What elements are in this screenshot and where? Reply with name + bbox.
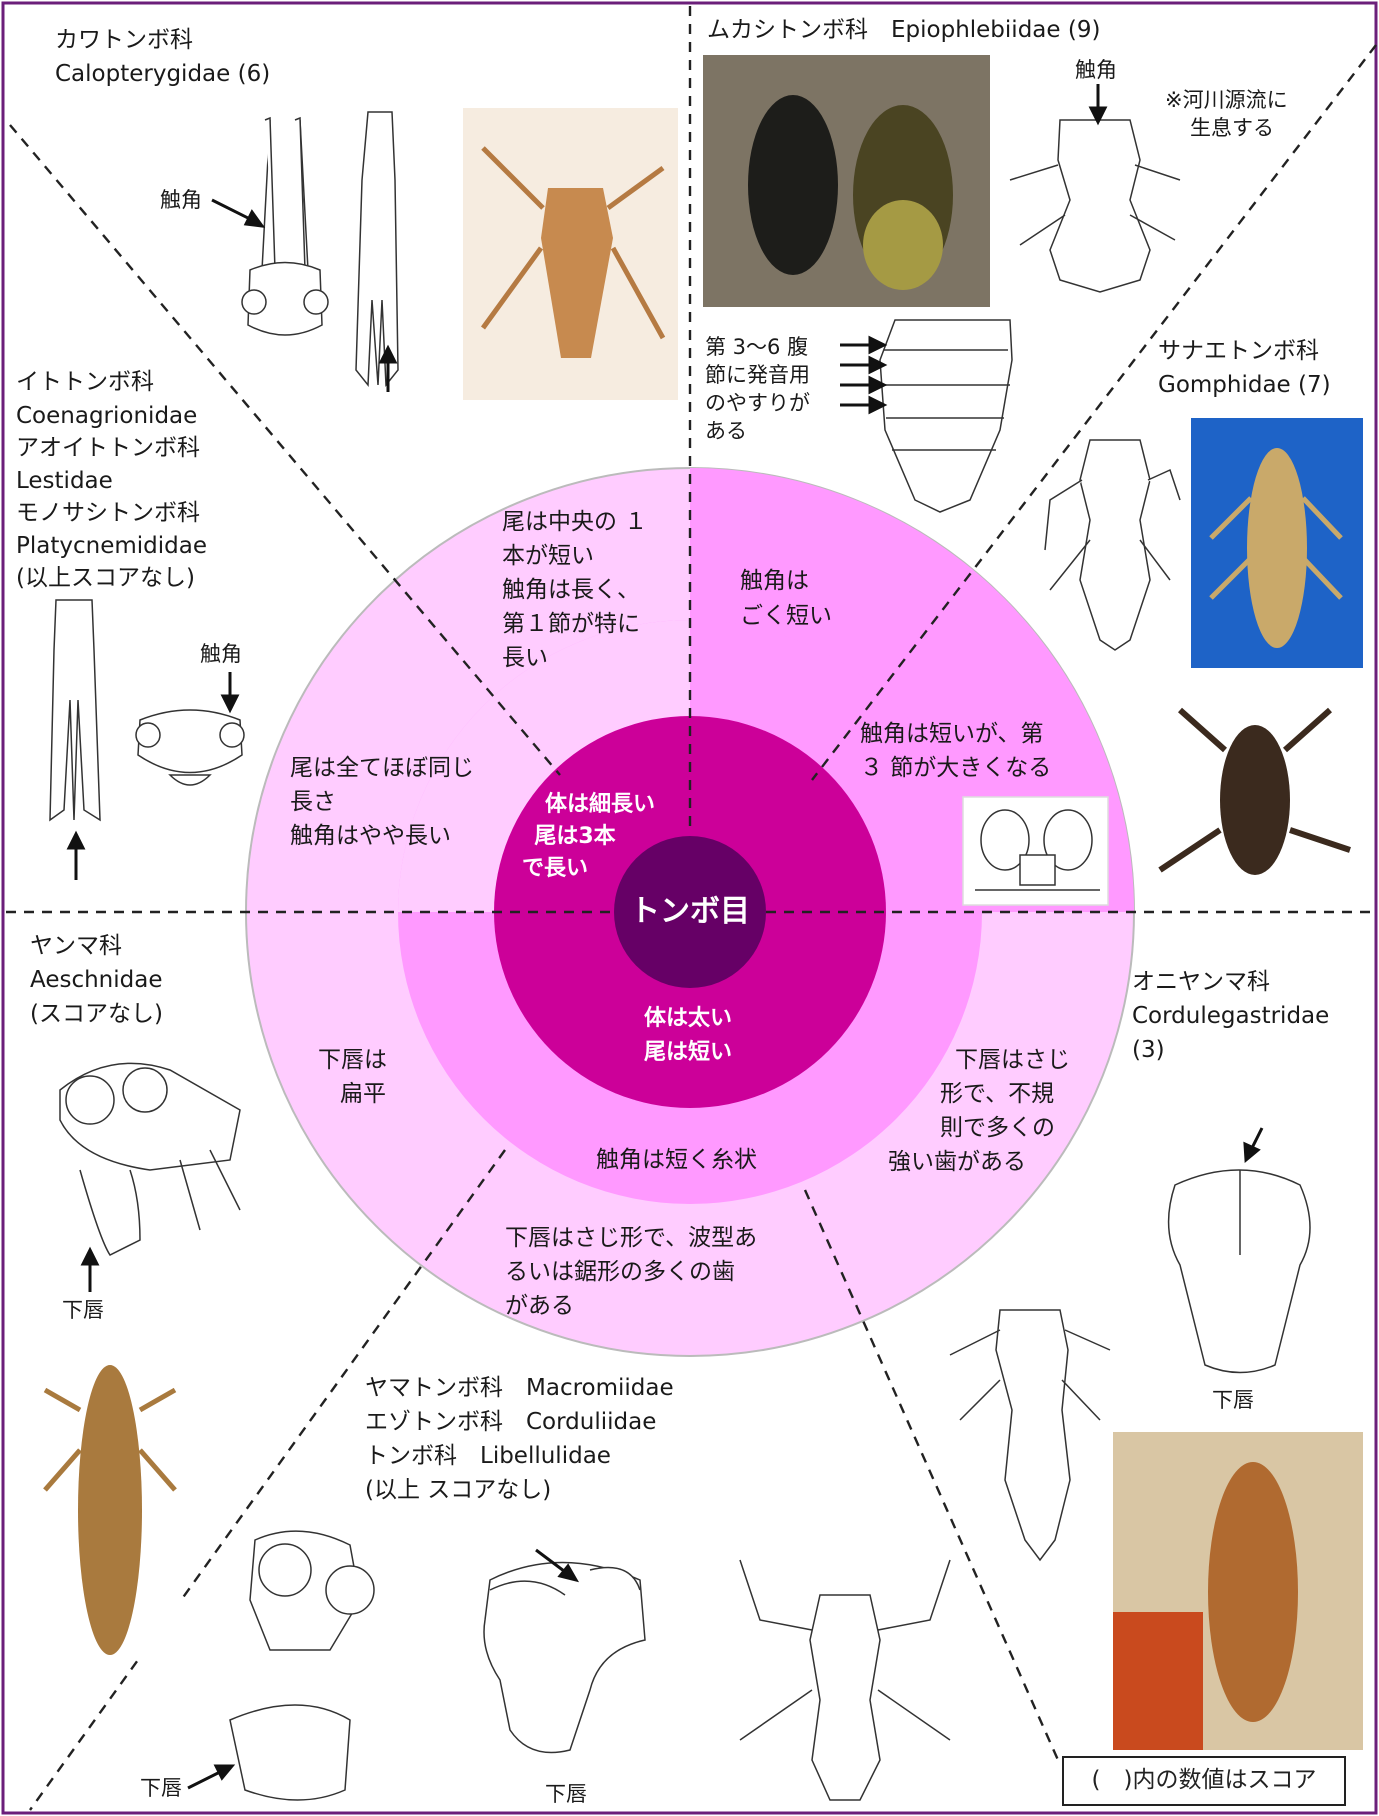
ring-lower-middle-line2: るいは鋸形の多くの歯 bbox=[505, 1256, 735, 1289]
gomphidae-name-en: Gomphidae (7) bbox=[1158, 369, 1331, 402]
calopterygidae-antenna-label: 触角 bbox=[160, 186, 202, 214]
top-rule-3: で長い bbox=[495, 852, 615, 885]
ring-lower-right-line3: 則で多くの bbox=[940, 1112, 1055, 1145]
coenagrionidae-line7: (以上スコアなし) bbox=[16, 562, 195, 595]
ring-upper-right-a-line1: 触角は bbox=[740, 565, 809, 598]
ring-inner-bottom: 触角は短く糸状 bbox=[596, 1144, 757, 1177]
cordulegastridae-line3: (3) bbox=[1132, 1034, 1165, 1067]
libellulidae-body-illustration bbox=[740, 1560, 950, 1800]
ring-upper-right-a-line2: ごく短い bbox=[740, 600, 832, 633]
arrow-coenagrionidae-antenna bbox=[223, 672, 237, 710]
order-title: トンボ目 bbox=[614, 895, 766, 928]
epiophlebiidae-name: ムカシトンボ科 Epiophlebiidae (9) bbox=[707, 14, 1100, 47]
libellulidae-line3: トンボ科 Libellulidae bbox=[365, 1440, 611, 1473]
arrows-sound-file bbox=[840, 338, 884, 412]
gomphidae-dark-photo bbox=[1140, 690, 1365, 885]
bottom-rule-2: 尾は短い bbox=[618, 1036, 758, 1069]
ring-lower-left-line2: 扁平 bbox=[340, 1078, 386, 1111]
coenagrionidae-tail-illustration bbox=[50, 600, 100, 820]
libellulidae-line1: ヤマトンボ科 Macromiidae bbox=[365, 1372, 674, 1405]
score-note: ( )内の数値はスコア bbox=[1062, 1756, 1346, 1806]
libellulidae-line2: エゾトンボ科 Corduliidae bbox=[365, 1406, 656, 1439]
arrow-calopterygidae-antenna bbox=[212, 200, 262, 226]
top-rule-1: 体は細長い bbox=[530, 788, 670, 821]
ring-lower-middle-line1: 下唇はさじ形で、波型あ bbox=[505, 1222, 757, 1255]
coenagrionidae-head-illustration bbox=[136, 710, 244, 785]
coenagrionidae-line2: Coenagrionidae bbox=[16, 400, 197, 433]
cordulegastridae-line1: オニヤンマ科 bbox=[1132, 966, 1270, 999]
cordulegastridae-line2: Cordulegastridae bbox=[1132, 1000, 1329, 1033]
epiophlebiidae-body-illustration bbox=[1010, 120, 1180, 292]
ring-upper-middle-line2: 本が短い bbox=[502, 540, 594, 573]
epiophlebiidae-abdomen-illustration bbox=[880, 320, 1012, 512]
coenagrionidae-line1: イトトンボ科 bbox=[16, 366, 154, 399]
cordulegastridae-body-illustration bbox=[950, 1310, 1110, 1560]
macromiidae-lower-lip-label: 下唇 bbox=[140, 1774, 182, 1802]
epiophlebiidae-note-line1: ※河川源流に bbox=[1165, 86, 1288, 114]
aeschnidae-head-illustration bbox=[60, 1063, 240, 1255]
arrow-epiophlebiidae-antenna bbox=[1091, 84, 1105, 122]
arrow-coenagrionidae-tail bbox=[69, 834, 83, 880]
epiophlebiidae-note-line2: 生息する bbox=[1190, 114, 1274, 142]
calopterygidae-name-en: Calopterygidae (6) bbox=[55, 58, 270, 91]
arrow-cordulegastridae-lower-lip bbox=[1245, 1128, 1262, 1160]
epiophlebiidae-sound-line4: ある bbox=[705, 417, 747, 445]
coenagrionidae-antenna-label: 触角 bbox=[200, 640, 242, 668]
gomphidae-body-illustration bbox=[1045, 440, 1180, 650]
arrow-aeschnidae-lower-lip bbox=[83, 1250, 97, 1292]
corduliidae-lower-lip-illustration bbox=[484, 1563, 645, 1753]
aeschnidae-photo bbox=[40, 1340, 180, 1660]
aeschnidae-line1: ヤンマ科 bbox=[30, 930, 122, 963]
calopterygidae-tail-illustration bbox=[356, 112, 398, 385]
corduliidae-lower-lip-label: 下唇 bbox=[545, 1780, 587, 1808]
epiophlebiidae-sound-line3: のやすりが bbox=[705, 389, 810, 417]
ring-upper-middle-line1: 尾は中央の １ bbox=[502, 506, 647, 539]
coenagrionidae-line6: Platycnemididae bbox=[16, 530, 207, 563]
ring-upper-middle-line5: 長い bbox=[502, 642, 548, 675]
coenagrionidae-line5: モノサシトンボ科 bbox=[16, 497, 200, 530]
ring-upper-left-line3: 触角はやや長い bbox=[290, 820, 451, 853]
aeschnidae-line3: (スコアなし) bbox=[30, 998, 163, 1031]
calopterygidae-photo bbox=[463, 108, 678, 400]
ring-lower-right-line1: 下唇はさじ bbox=[955, 1044, 1070, 1077]
ring-upper-left-line1: 尾は全てほぼ同じ bbox=[290, 752, 474, 785]
ring-upper-left-line2: 長さ bbox=[290, 786, 336, 819]
ring-upper-right-b-line2: ３ 節が大きくなる bbox=[860, 752, 1051, 785]
cordulegastridae-photo bbox=[1113, 1432, 1363, 1750]
aeschnidae-lower-lip-label: 下唇 bbox=[62, 1296, 104, 1324]
gomphidae-antenna-inset bbox=[963, 797, 1108, 905]
epiophlebiidae-sound-line2: 節に発音用 bbox=[705, 361, 810, 389]
cordulegastridae-lower-lip-illustration bbox=[1169, 1170, 1310, 1373]
aeschnidae-line2: Aeschnidae bbox=[30, 964, 163, 997]
epiophlebiidae-photo bbox=[703, 55, 990, 307]
top-rule-2: 尾は3本 bbox=[505, 820, 645, 853]
ring-lower-right-line4: 強い歯がある bbox=[888, 1146, 1026, 1179]
ring-upper-middle-line3: 触角は長く、 bbox=[502, 574, 640, 607]
cordulegastridae-lower-lip-label: 下唇 bbox=[1212, 1386, 1254, 1414]
ring-lower-left-line1: 下唇は bbox=[318, 1044, 387, 1077]
libellulidae-line4: (以上 スコアなし) bbox=[365, 1474, 551, 1507]
ring-upper-middle-line4: 第１節が特に bbox=[502, 608, 640, 641]
calopterygidae-name-ja: カワトンボ科 bbox=[55, 24, 193, 57]
ring-lower-middle-line3: がある bbox=[505, 1290, 574, 1323]
ring-lower-right-line2: 形で、不規 bbox=[940, 1078, 1054, 1111]
arrow-macromiidae-lower-lip bbox=[188, 1766, 232, 1788]
epiophlebiidae-sound-line1: 第 3〜6 腹 bbox=[705, 333, 808, 361]
macromiidae-head-illustration bbox=[230, 1531, 374, 1800]
coenagrionidae-line4: Lestidae bbox=[16, 465, 113, 498]
gomphidae-name-ja: サナエトンボ科 bbox=[1158, 335, 1319, 368]
gomphidae-photo bbox=[1191, 418, 1363, 668]
epiophlebiidae-antenna-label: 触角 bbox=[1075, 56, 1117, 84]
coenagrionidae-line3: アオイトトンボ科 bbox=[16, 432, 200, 465]
ring-upper-right-b-line1: 触角は短いが、第 bbox=[860, 718, 1044, 751]
bottom-rule-1: 体は太い bbox=[618, 1002, 758, 1035]
